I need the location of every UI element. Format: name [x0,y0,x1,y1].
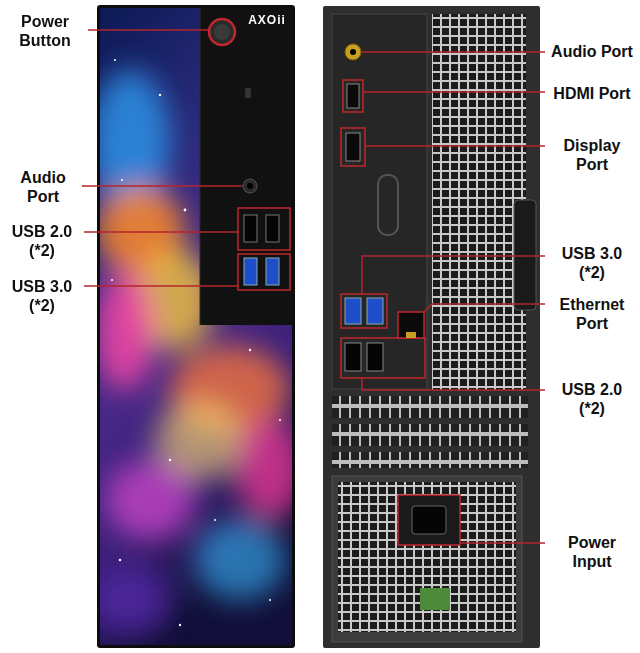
rear-tower [323,6,540,648]
brand-logo: AXOii [244,13,290,27]
leader-line [365,145,545,147]
nebula-pink [235,420,292,520]
callout-label: USB 3.0 (*2) [2,277,82,315]
star [214,519,216,521]
star [269,599,271,601]
expansion-slot [332,452,528,468]
star [121,179,123,181]
nebula-violet [100,565,170,635]
iec-socket [412,506,446,534]
psu-vent [338,482,516,632]
leader-line [88,29,208,31]
leader-line [460,542,545,544]
usb3-port [345,298,361,324]
leader-line [82,185,242,187]
io-plate [332,14,427,389]
leader-line [84,285,238,287]
power-button [209,19,235,45]
leader-line [362,51,545,53]
callout-label: Audio Port [548,42,636,61]
usb2-port [244,215,257,242]
psu-led-plate [420,588,450,610]
leader-line [362,256,545,294]
rear-case [323,6,540,648]
power-supply [332,476,522,642]
front-tower [90,5,305,648]
usb2-port [367,343,383,371]
handle [514,200,536,310]
expansion-slot [332,396,528,418]
vent-grid [432,14,526,390]
ethernet-port [398,312,424,338]
port-highlight [238,254,290,290]
nebula-pink [100,270,155,390]
power-input [398,495,460,545]
panel-edge [200,8,201,325]
audio-hole [247,183,253,189]
leader-line [362,378,545,390]
star [179,624,181,626]
usb2-port [345,343,361,371]
callout-label: HDMI Port [548,84,636,103]
callout-label: Ethernet Port [548,295,636,333]
callout-label: Power Button [2,12,88,50]
leader-line [363,91,545,93]
usb2-port [266,215,279,242]
star [114,59,116,61]
callout-label: Audio Port [6,168,80,206]
audio-jack [345,44,361,60]
star [249,349,251,351]
usb3-port [244,258,257,285]
callout-label: USB 3.0 (*2) [548,244,636,282]
callout-label: USB 2.0 (*2) [2,222,82,260]
port-highlight [238,208,290,250]
indicator [245,88,251,98]
hdmi-port [347,84,359,108]
callout-label: USB 2.0 (*2) [548,380,636,418]
port-highlight [343,80,363,112]
star [111,279,113,281]
front-black-panel [200,8,292,325]
port-highlight [341,128,365,166]
nebula-violet [105,460,195,540]
leader-line [84,231,238,233]
star [119,559,121,561]
audio-hole [350,49,356,55]
port-highlight [341,294,387,328]
callout-label: Power Input [548,533,636,571]
star [159,94,161,96]
expansion-slot [332,424,528,446]
nebula-blue [195,520,285,600]
callout-label: Display Port [548,136,636,174]
usb3-port [266,258,279,285]
leader-lines [82,30,545,543]
displayport-port [346,133,360,161]
galaxy-panel [100,8,292,645]
port-highlight [341,338,425,378]
usb3-port [367,298,383,324]
star [184,209,187,212]
star [169,459,172,462]
star [279,419,281,421]
leader-line [424,304,545,312]
power-button-cap [214,24,230,40]
ethernet-led [406,332,416,338]
audio-jack [243,179,257,193]
cover-plate [378,175,398,235]
